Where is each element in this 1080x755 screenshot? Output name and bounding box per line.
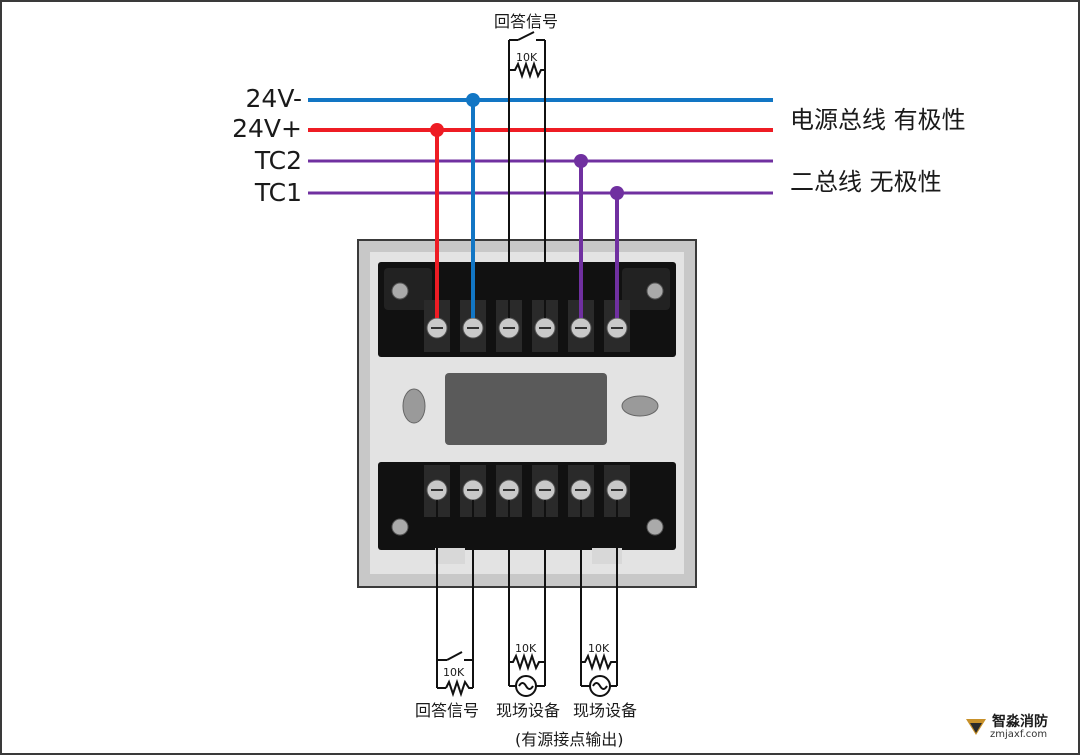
bottom-resistor-2 bbox=[509, 652, 545, 672]
label-top-reply-signal: 回答信号 bbox=[494, 12, 559, 31]
ac-source-1-icon bbox=[515, 675, 537, 697]
junction-24v-neg bbox=[466, 93, 480, 107]
bottom-resistor-3 bbox=[581, 652, 617, 672]
bottom-switch-contact bbox=[446, 651, 463, 661]
label-tc2: TC2 bbox=[254, 146, 302, 175]
top-reply-loop bbox=[508, 31, 546, 318]
top-resistor bbox=[509, 60, 545, 80]
bottom-loops bbox=[436, 500, 618, 698]
top-switch-contact bbox=[517, 31, 535, 41]
label-power-bus: 电源总线 有极性 bbox=[790, 106, 966, 134]
module-body bbox=[357, 239, 697, 588]
ac-source-2-icon bbox=[589, 675, 611, 697]
watermark: 智淼消防 zmjaxf.com bbox=[964, 711, 1054, 747]
label-two-bus: 二总线 无极性 bbox=[790, 168, 942, 196]
watermark-logo-icon bbox=[966, 719, 986, 735]
drop-wires bbox=[430, 93, 624, 318]
label-bottom-resistor-2: 10K bbox=[515, 642, 537, 655]
label-24v-pos: 24V+ bbox=[232, 114, 302, 143]
junction-tc1 bbox=[610, 186, 624, 200]
terminal-screw bbox=[568, 465, 594, 517]
label-bottom-resistor-3: 10K bbox=[588, 642, 610, 655]
label-bottom-resistor-1: 10K bbox=[443, 666, 465, 679]
junction-tc2 bbox=[574, 154, 588, 168]
watermark-url: zmjaxf.com bbox=[990, 729, 1048, 740]
label-active-contact-note: (有源接点输出) bbox=[515, 730, 624, 749]
label-device-2: 现场设备 bbox=[573, 701, 638, 720]
label-tc1: TC1 bbox=[254, 178, 302, 207]
bottom-resistor-1 bbox=[445, 678, 473, 698]
bus-wires bbox=[308, 98, 773, 195]
watermark-name: 智淼消防 bbox=[992, 714, 1048, 730]
label-bottom-reply-signal: 回答信号 bbox=[415, 701, 480, 720]
terminal-screw bbox=[568, 300, 594, 352]
label-top-resistor: 10K bbox=[516, 51, 538, 64]
label-24v-neg: 24V- bbox=[245, 84, 302, 113]
label-device-1: 现场设备 bbox=[496, 701, 561, 720]
junction-24v-pos bbox=[430, 123, 444, 137]
